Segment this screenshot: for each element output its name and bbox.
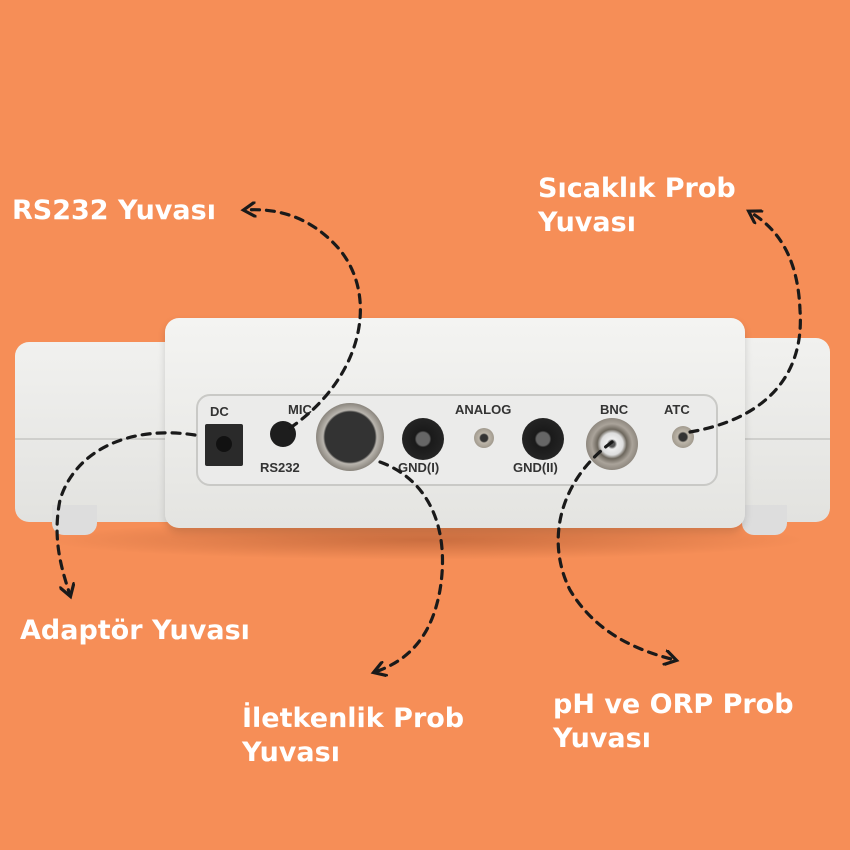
panel-label-rs232: RS232 [260,460,300,475]
arrow-rs232 [245,210,362,430]
label-iletkenlik-line2: Yuvası [242,737,340,768]
arrow-adaptor [55,431,197,595]
arrow-sicaklik [688,212,802,434]
panel-label-atc: ATC [664,402,690,417]
label-sicaklik-line1: Sıcaklık Prob [538,173,736,204]
bnc-connector[interactable] [586,418,638,470]
panel-label-mic: MIC [288,402,312,417]
label-sicaklik-line2: Yuvası [538,207,636,238]
label-iletkenlik-line1: İletkenlik Prob [242,703,465,734]
label-sicaklik: Sıcaklık Prob Yuvası [538,172,736,240]
arrow-iletkenlik [375,460,445,672]
panel-label-bnc: BNC [600,402,629,417]
panel-label-analog: ANALOG [455,402,512,417]
rs232-din-connector[interactable] [316,403,384,471]
gnd2-jack[interactable] [522,418,564,460]
panel-label-gnd1: GND(I) [398,460,440,475]
label-ph-line2: Yuvası [553,723,651,754]
label-adaptor: Adaptör Yuvası [20,615,250,646]
arrow-ph [556,440,675,660]
analog-jack[interactable] [474,428,494,448]
panel-label-dc: DC [210,404,229,419]
label-iletkenlik: İletkenlik Prob Yuvası [242,702,464,770]
label-ph-line1: pH ve ORP Prob [553,689,794,720]
label-rs232: RS232 Yuvası [12,195,216,226]
dc-jack[interactable] [205,424,243,466]
panel-label-gnd2: GND(II) [513,460,558,475]
device-right-foot [742,505,787,535]
label-ph: pH ve ORP Prob Yuvası [553,688,794,756]
seam-right [725,438,830,440]
gnd1-jack[interactable] [402,418,444,460]
seam-left [15,438,185,440]
